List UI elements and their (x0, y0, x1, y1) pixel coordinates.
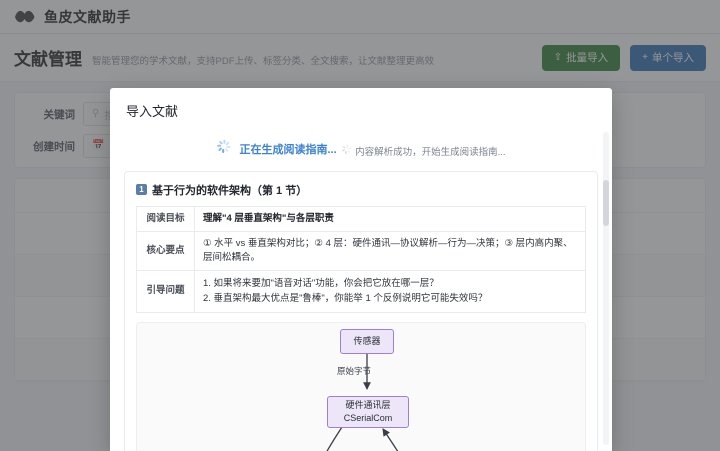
status-secondary-text: 内容解析成功，开始生成阅读指南... (355, 147, 506, 158)
guide-row-questions: 引导问题 1. 如果将来要加"语音对话"功能，你会把它放在哪一层？ 2. 垂直架… (136, 270, 586, 313)
status-secondary-row: 内容解析成功，开始生成阅读指南... (341, 144, 506, 158)
guide-heading-text: 基于行为的软件架构（第 1 节） (152, 184, 308, 197)
guide-row-objective: 阅读目标 理解"4 层垂直架构"与各层职责 (136, 205, 586, 232)
import-document-modal: 导入文献 正在生成阅读指南... (110, 88, 612, 451)
loading-spinner-icon (216, 138, 232, 156)
diagram-node-sensor-label: 传感器 (353, 336, 381, 347)
guide-value-questions: 1. 如果将来要加"语音对话"功能，你会把它放在哪一层？ 2. 垂直架构最大优点… (194, 270, 586, 313)
guide-question-item: 1. 如果将来要加"语音对话"功能，你会把它放在哪一层？ (203, 278, 439, 290)
diagram-node-hardware-comm: 硬件通讯层 CSerialCom (327, 395, 409, 428)
diagram-edges (326, 353, 399, 451)
modal-scrollbar-thumb[interactable] (603, 180, 609, 226)
guide-question-item: 2. 垂直架构最大优点是"鲁棒"，你能举 1 个反例说明它可能失效吗？ (203, 293, 488, 305)
guide-value-objective: 理解"4 层垂直架构"与各层职责 (194, 205, 586, 232)
status-primary-text: 正在生成阅读指南... (239, 143, 337, 156)
status-primary-row: 正在生成阅读指南... (216, 138, 337, 157)
generation-status: 正在生成阅读指南... 内容解析成功，开始生成阅读指南... (124, 126, 598, 171)
diagram-edge-label-raw-bytes: 原始字节 (337, 365, 372, 376)
reading-guide-card: 1 基于行为的软件架构（第 1 节） 阅读目标 理解"4 层垂直架构"与各层职责… (124, 170, 598, 451)
diagram-node-sensor: 传感器 (340, 328, 394, 354)
loading-spinner-small-icon (341, 144, 351, 156)
modal-scrollbar[interactable] (603, 132, 609, 445)
guide-key-keypoints: 核心要点 (136, 230, 195, 272)
guide-value-keypoints: ① 水平 vs 垂直架构对比；② 4 层：硬件通讯—协议解析—行为—决策；③ 层… (194, 230, 586, 272)
guide-row-keypoints: 核心要点 ① 水平 vs 垂直架构对比；② 4 层：硬件通讯—协议解析—行为—决… (136, 230, 586, 272)
guide-key-questions: 引导问题 (136, 270, 195, 313)
architecture-diagram: 传感器 原始字节 硬件通讯层 CSerialCom 字节流 (136, 321, 586, 451)
guide-table: 阅读目标 理解"4 层垂直架构"与各层职责 核心要点 ① 水平 vs 垂直架构对… (136, 205, 586, 313)
guide-heading-row: 1 基于行为的软件架构（第 1 节） (136, 182, 586, 198)
diagram-node-hardware-comm-label: 硬件通讯层 (345, 400, 391, 411)
modal-title: 导入文献 (126, 104, 179, 119)
modal-body: 正在生成阅读指南... 内容解析成功，开始生成阅读指南... (110, 126, 612, 451)
section-number-badge: 1 (136, 184, 147, 195)
guide-key-objective: 阅读目标 (136, 205, 195, 232)
diagram-node-hardware-comm-sublabel: CSerialCom (343, 412, 393, 423)
